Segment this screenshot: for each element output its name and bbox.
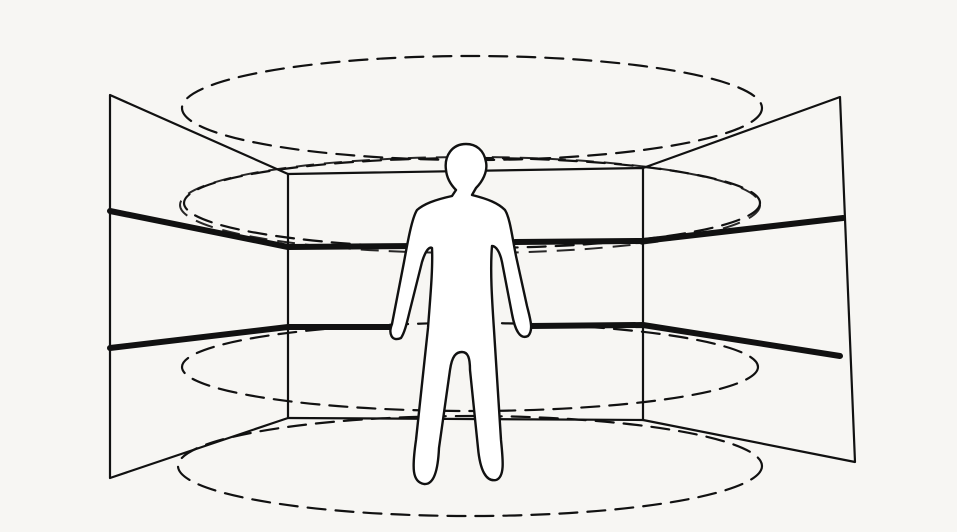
sketch-canvas	[0, 0, 957, 532]
cylindrical-room-sketch	[0, 0, 957, 532]
